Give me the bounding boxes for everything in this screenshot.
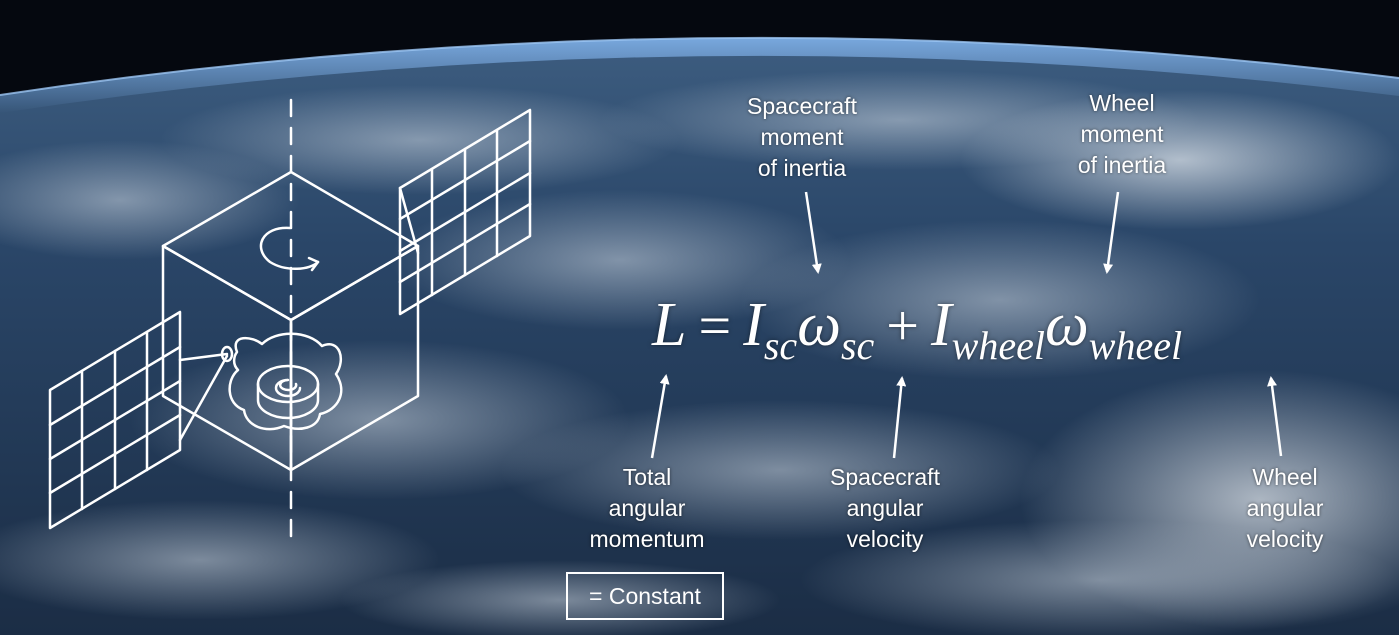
eq-total-momentum-symbol: L: [652, 291, 687, 359]
satellite-right-face: [289, 244, 420, 472]
solar-panel-right: [398, 108, 532, 316]
satellite-illustration: [48, 98, 532, 542]
label-spacecraft-moment-of-inertia: Spacecraft moment of inertia: [747, 93, 857, 181]
label-wheel-angular-velocity: Wheel angular velocity: [1246, 464, 1324, 552]
constant-box: = Constant: [566, 572, 724, 620]
solar-panel-left: [48, 310, 182, 530]
arrow-from-wheel-velocity: [1267, 376, 1283, 457]
arrow-to-spacecraft-inertia: [804, 191, 822, 274]
eq-wheel-inertia-symbol: I: [931, 291, 952, 359]
wheel-mount-outline: [228, 332, 343, 431]
eq-sc-subscript: sc: [763, 323, 798, 368]
arrow-from-total-momentum: [650, 374, 670, 459]
eq-spacecraft-inertia-symbol: I: [743, 291, 764, 359]
rotation-arrow-icon: [259, 226, 320, 270]
label-wheel-moment-of-inertia: Wheel moment of inertia: [1077, 90, 1167, 178]
label-total-angular-momentum: Total angular momentum: [589, 464, 705, 552]
arrow-from-spacecraft-velocity: [892, 376, 907, 459]
angular-momentum-equation: L=Iscωsc+Iwheelωwheel: [652, 290, 1182, 369]
eq-sc-subscript-2: sc: [840, 323, 875, 368]
label-spacecraft-angular-velocity: Spacecraft angular velocity: [830, 464, 940, 552]
eq-plus-sign: +: [886, 293, 920, 358]
eq-wheel-omega-symbol: ω: [1044, 291, 1089, 359]
arrow-to-wheel-inertia: [1103, 191, 1120, 274]
eq-equals-sign: =: [698, 293, 732, 358]
eq-wheel-subscript-2: wheel: [1088, 323, 1183, 368]
reaction-wheel-side: [256, 382, 320, 420]
eq-wheel-subscript: wheel: [951, 323, 1045, 368]
wheel-spin-icon: [274, 378, 302, 398]
eq-spacecraft-omega-symbol: ω: [797, 291, 841, 359]
